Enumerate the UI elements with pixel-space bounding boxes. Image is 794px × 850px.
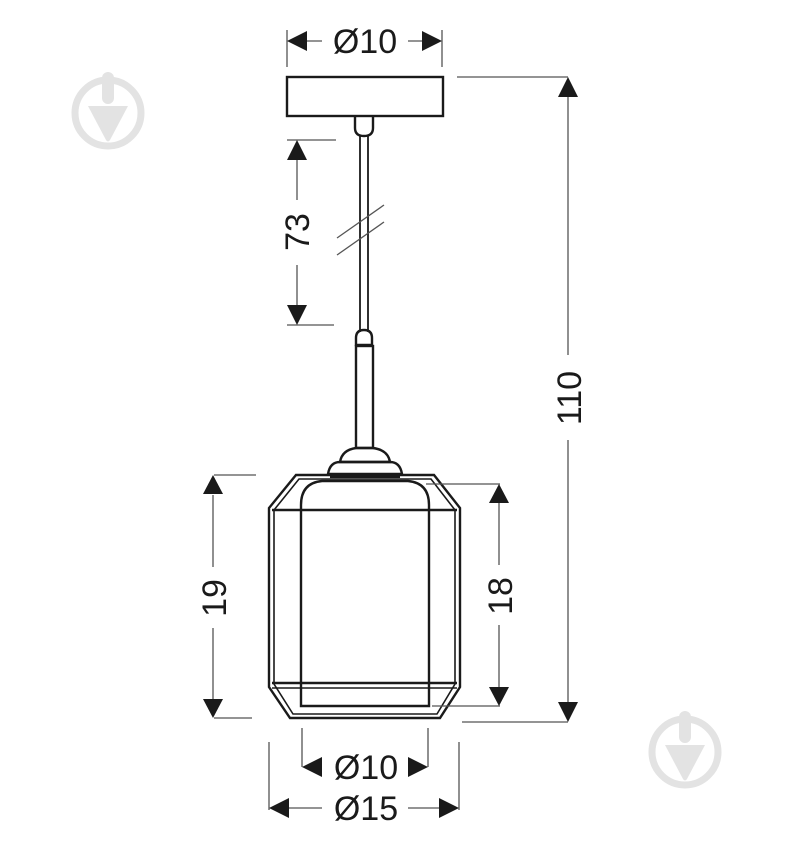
ceiling-canopy bbox=[285, 75, 445, 118]
cord-length-label: 73 bbox=[279, 213, 317, 251]
shade-diameter-dimension: Ø15 bbox=[268, 742, 460, 828]
inner-glass bbox=[299, 474, 431, 708]
glass-diameter-label: Ø10 bbox=[334, 749, 398, 787]
cord-length-dimension: 73 bbox=[279, 139, 336, 326]
lamp-holder-rod bbox=[326, 328, 404, 476]
cord-grip-top bbox=[353, 117, 375, 138]
suspension-cord bbox=[336, 136, 385, 332]
shade-height-label: 19 bbox=[196, 579, 234, 617]
shade-height-dimension: 19 bbox=[196, 474, 256, 719]
total-height-dimension: 110 bbox=[457, 76, 589, 723]
glass-diameter-dimension: Ø10 bbox=[301, 728, 429, 787]
watermark-logo-icon bbox=[71, 72, 145, 150]
shade-diameter-label: Ø15 bbox=[334, 790, 398, 828]
canopy-diameter-label: Ø10 bbox=[333, 23, 397, 61]
total-height-label: 110 bbox=[551, 371, 589, 425]
lamp-shade-cage bbox=[267, 473, 462, 720]
glass-height-dimension: 18 bbox=[426, 483, 520, 707]
canopy-diameter-dimension: Ø10 bbox=[286, 23, 443, 67]
glass-height-label: 18 bbox=[482, 577, 520, 615]
watermark-logo-icon bbox=[648, 711, 722, 789]
